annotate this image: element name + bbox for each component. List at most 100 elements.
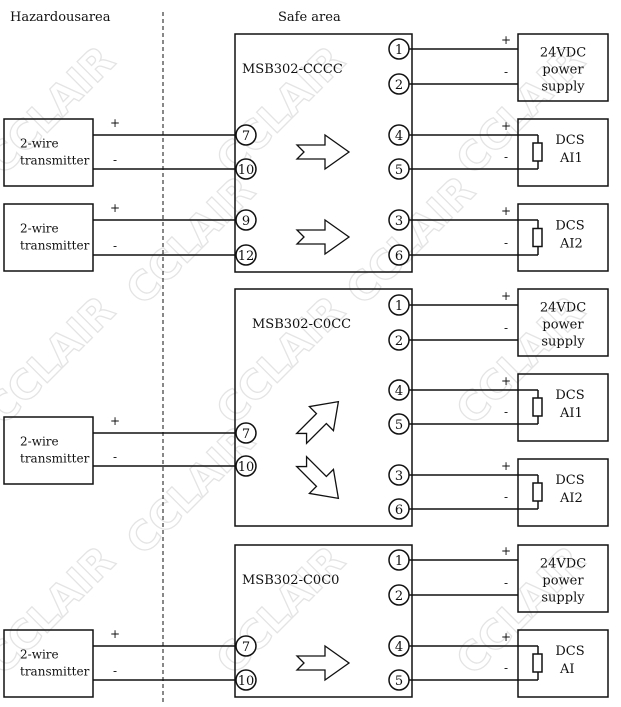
terminal-number: 4 [395,384,403,399]
module-model-label: MSB302-C0C0 [242,573,339,588]
transmitter-box [3,118,94,187]
terminal-circle [388,413,410,435]
minus-sign: - [504,661,508,675]
terminal-circle [388,329,410,351]
transmitter-label: 2-wire [20,648,59,662]
ai-channel-label: AI2 [559,491,583,506]
power-supply-box [517,544,609,613]
minus-sign: - [504,490,508,504]
minus-sign: - [504,321,508,335]
terminal-circle [388,584,410,606]
terminal-number: 4 [395,129,403,144]
transmitter-label: transmitter [20,154,90,168]
terminal-circle [235,635,257,657]
safe-area-label: Safe area [278,10,341,25]
minus-sign: - [504,405,508,419]
dcs-box [517,629,609,698]
plus-sign: + [110,414,120,428]
terminal-number: 2 [395,589,403,604]
resistor-icon [532,653,543,673]
terminal-number: 7 [242,427,250,442]
transmitter-input: 2-wire transmitter 7 +10 - [3,627,351,698]
terminal-number: 6 [395,249,403,264]
terminal-number: 10 [238,163,255,178]
minus-sign: - [504,576,508,590]
transmitter-label: transmitter [20,452,90,466]
transmitter-label: transmitter [20,665,90,679]
plus-sign: + [501,289,511,303]
terminal-number: 2 [395,334,403,349]
watermark-text: CCLAIR [338,168,484,314]
terminal-circle [388,379,410,401]
terminal-circle [235,124,257,146]
terminal-circle [388,158,410,180]
minus-sign: - [504,150,508,164]
transmitter-label: 2-wire [20,435,59,449]
dcs-box [517,373,609,442]
signal-arrow-icon [295,400,340,445]
minus-sign: - [113,664,117,678]
power-supply-label: power [542,574,584,589]
ai-channel-label: AI [559,662,575,677]
power-supply-label: 24VDC [540,557,586,572]
transmitter-box [3,416,94,485]
terminal-number: 3 [395,214,403,229]
plus-sign: + [501,374,511,388]
signal-arrow-icon [295,133,351,171]
isolator-module: MSB302-C0C0 24VDC power supply 1 +2 - 2-wire tra… [3,544,609,698]
minus-sign: - [113,239,117,253]
terminal-circle [388,635,410,657]
plus-sign: + [110,627,120,641]
transmitter-box [3,629,94,698]
isolator-module: MSB302-CCCC24VDCpowersupply1+2-2-wiretra… [3,33,609,273]
minus-sign: - [113,450,117,464]
dcs-label: DCS [555,133,584,148]
power-supply-label: supply [541,335,585,350]
plus-sign: + [110,201,120,215]
signal-arrow-icon [295,218,351,256]
terminal-number: 10 [238,674,255,689]
terminal-number: 6 [395,503,403,518]
resistor-icon [532,142,543,162]
terminal-number: 10 [238,460,255,475]
watermark-text: CCLAIR [0,288,124,434]
terminal-circle [388,73,410,95]
power-supply-label: 24VDC [540,46,586,61]
terminal-circle [388,294,410,316]
hazardous-area-label: Hazardousarea [10,10,111,25]
plus-sign: + [501,33,511,47]
module-box [234,288,413,527]
resistor-icon [532,397,543,417]
power-supply-box [517,33,609,102]
terminal-number: 1 [395,43,403,58]
ai-channel-label: AI2 [559,237,583,252]
terminal-number: 7 [242,129,250,144]
dcs-label: DCS [555,388,584,403]
terminal-circle [235,669,257,691]
terminal-circle [235,455,257,477]
transmitter-label: 2-wire [20,137,59,151]
power-supply-label: supply [541,591,585,606]
terminal-circle [388,38,410,60]
terminal-number: 7 [242,640,250,655]
ai-channel-label: AI1 [559,406,583,421]
plus-sign: + [501,204,511,218]
signal-arrow-icon [295,455,340,500]
resistor-icon [532,227,543,248]
resistor-icon [532,482,543,502]
terminal-number: 1 [395,554,403,569]
module-box [234,33,413,273]
isolator-module: MSB302-C0CC24VDCpowersupply1+2-2-wiretra… [3,288,609,527]
watermark-text: CCLAIR [118,168,264,314]
terminal-circle [235,158,257,180]
minus-sign: - [504,236,508,250]
